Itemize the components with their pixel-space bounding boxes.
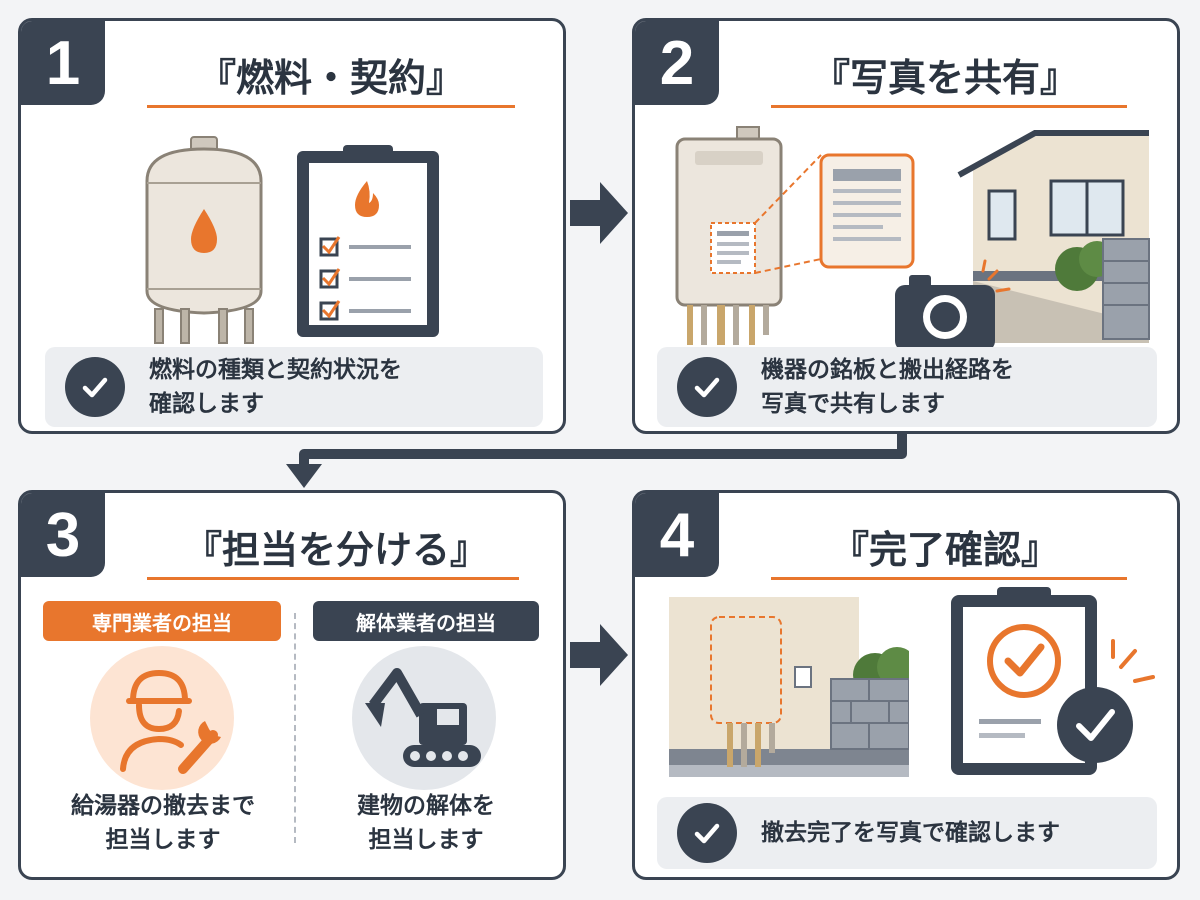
step-card-1: 1 『燃料・契約』 燃料の種類と契	[18, 18, 566, 434]
step-title: 『写真を共有』	[811, 56, 1078, 100]
step-note: 撤去完了を写真で確認します	[657, 797, 1157, 869]
note-text: 撤去完了を写真で確認します	[761, 820, 1060, 846]
note-text: 機器の銘板と搬出経路を 写真で共有します	[761, 357, 1014, 417]
flame-checklist-clipboard-icon	[297, 145, 439, 337]
step-card-4: 4 『完了確認』 撤去完了を写真	[632, 490, 1180, 880]
check-circle-icon	[65, 357, 125, 417]
worker-wrench-icon	[90, 646, 234, 790]
step-card-3: 3 『担当を分ける』 専門業者の担当 解体業者の担当 給湯器の撤去まで 担当しま…	[18, 490, 566, 880]
arrow-2-to-3-icon	[286, 434, 907, 488]
check-circle-icon	[677, 357, 737, 417]
title-underline	[771, 577, 1127, 580]
empty-wall-after-removal-icon	[669, 597, 909, 777]
demolition-role-text: 建物の解体を 担当します	[357, 793, 495, 853]
step-note: 燃料の種類と契約状況を 確認します	[45, 347, 543, 427]
step-number-badge: 3	[21, 493, 105, 577]
step-title: 『完了確認』	[830, 528, 1059, 572]
arrow-3-to-4-icon	[570, 624, 628, 686]
water-heater-nameplate-icon	[675, 126, 1150, 351]
step-title: 『担当を分ける』	[183, 528, 488, 572]
check-circle-icon	[677, 803, 737, 863]
step-title: 『燃料・契約』	[197, 56, 464, 100]
title-underline	[771, 105, 1127, 108]
specialist-role-text: 給湯器の撤去まで 担当します	[71, 793, 255, 853]
arrow-1-to-2-icon	[570, 182, 628, 244]
step-card-2: 2 『写真を共有』	[632, 18, 1180, 434]
excavator-icon	[352, 646, 496, 790]
step-note: 機器の銘板と搬出経路を 写真で共有します	[657, 347, 1157, 427]
demolition-role-tag: 解体業者の担当	[313, 601, 539, 641]
step-number-badge: 2	[635, 21, 719, 105]
column-divider	[294, 613, 296, 843]
title-underline	[147, 105, 515, 108]
fuel-tank-icon	[145, 136, 263, 344]
step-number-badge: 4	[635, 493, 719, 577]
step-number-badge: 1	[21, 21, 105, 105]
note-text: 燃料の種類と契約状況を 確認します	[149, 357, 402, 417]
specialist-role-tag: 専門業者の担当	[43, 601, 281, 641]
checked-clipboard-icon	[951, 587, 1155, 775]
title-underline	[147, 577, 519, 580]
